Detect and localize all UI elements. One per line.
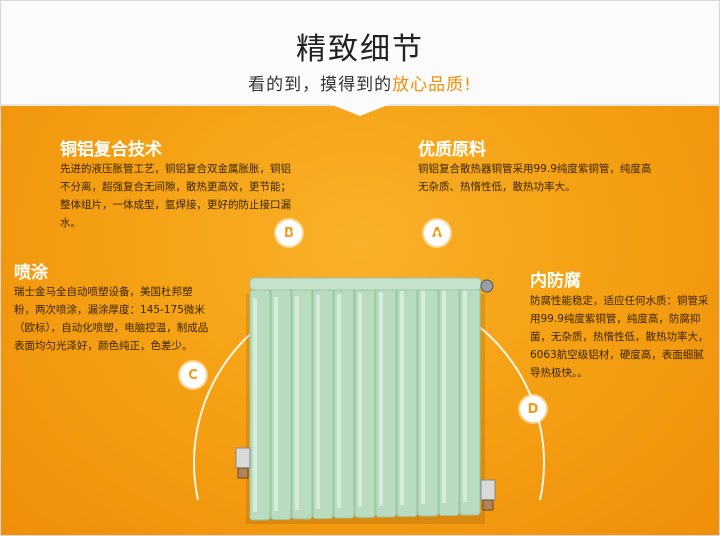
page-title: 精致细节 (296, 32, 424, 67)
radiator-fin (375, 283, 397, 518)
feature-c-title: 喷涂 (14, 263, 48, 283)
radiator-fin (291, 287, 313, 520)
feature-a-title: 优质原料 (418, 140, 486, 160)
feature-d-title: 内防腐 (530, 271, 581, 291)
radiator-fin (459, 279, 481, 516)
radiator-fin (417, 281, 439, 517)
radiator-fin (438, 280, 460, 516)
radiator-fin (249, 289, 271, 521)
radiator-fin (333, 285, 355, 519)
air-vent-icon (480, 279, 494, 293)
subtitle-highlight: 放心品质! (392, 75, 472, 95)
feature-c-badge: C (180, 362, 206, 388)
feature-a-body: 铜铝复合散热器铜管采用99.9纯度紫铜管，纯度高无杂质、热惰性低，散热功率大。 (418, 163, 652, 193)
radiator-fin (312, 286, 334, 519)
radiator-top-header (249, 277, 482, 291)
feature-d-body: 防腐性能稳定，适应任何水质：铜管采用99.9纯度紫铜管，纯度高，防腐抑菌，无杂质… (530, 295, 709, 379)
feature-b-badge: B (276, 220, 302, 246)
radiator-fin (270, 288, 292, 520)
feature-b-title: 铜铝复合技术 (60, 140, 162, 160)
subtitle-lead: 看的到，摸得到的 (248, 75, 393, 95)
page-subtitle: 看的到，摸得到的放心品质! (0, 70, 720, 95)
radiator-fin (354, 284, 376, 518)
feature-c-body: 瑞士金马全自动喷塑设备，美国杜邦塑粉，两次喷涂，漏涂厚度：145-175微米（欧… (14, 286, 209, 352)
feature-d-badge: D (520, 396, 546, 422)
feature-b-body: 先进的液压胀管工艺，铜铝复合双金属胀胀，铜铝不分离，超强复合无间隙，散热更高效，… (60, 163, 291, 229)
radiator-fin (396, 282, 418, 517)
feature-a-badge: A (424, 220, 450, 246)
valve-icon (235, 447, 251, 479)
valve-icon (480, 479, 496, 511)
header-notch (330, 104, 390, 116)
